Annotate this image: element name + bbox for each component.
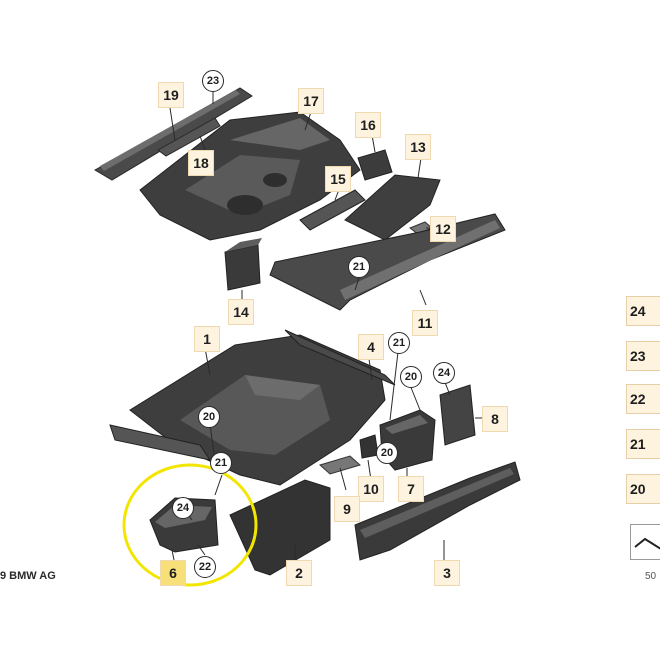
callout: 24 [433,362,455,384]
part-label: 15 [325,166,351,192]
part-18-cover [157,117,221,157]
part-label: 11 [412,310,438,336]
part-label: 17 [298,88,324,114]
side-panel-item: 20 [626,474,660,504]
callout: 22 [194,556,216,578]
callout: 20 [400,366,422,388]
callout: 23 [202,70,224,92]
callout: 21 [210,452,232,474]
part-label: 18 [188,150,214,176]
part-label: 13 [405,134,431,160]
part-label: 19 [158,82,184,108]
part-label: 9 [334,496,360,522]
part-label: 8 [482,406,508,432]
callout: 21 [348,256,370,278]
part-label: 16 [355,112,381,138]
copyright-text: 9 BMW AG [0,570,56,582]
part-label: 7 [398,476,424,502]
leader-lines [169,92,492,561]
highlight-circle [122,463,258,587]
part-19-trim-strip [93,87,253,181]
part-label: 1 [194,326,220,352]
part-15-tray [299,189,366,231]
callout: 20 [376,442,398,464]
part-label: 4 [358,334,384,360]
part-16-bracket [357,149,393,181]
part-label: 10 [358,476,384,502]
callout: 21 [388,332,410,354]
side-panel-item: 23 [626,341,660,371]
part-14-block [224,238,262,291]
side-panel-item: 22 [626,384,660,414]
part-9-plate [319,455,361,475]
side-panel-item: 21 [626,429,660,459]
part-label: 14 [228,299,254,325]
part-label: 6 [160,560,186,586]
part-label: 12 [430,216,456,242]
part-17-trunk-floor [139,111,361,241]
part-label: 2 [286,560,312,586]
callout: 24 [172,497,194,519]
part-label: 3 [434,560,460,586]
part-3-sill-trim [354,461,521,561]
callout: 20 [198,406,220,428]
part-13-side-panel [344,174,441,241]
side-panel-item: 24 [626,296,660,326]
part-4-rail [284,329,396,386]
side-panel-footer: 50 [645,571,657,582]
part-8-bracket [439,384,476,446]
side-panel-icon [630,524,660,560]
part-2-cover-panel [229,479,331,576]
